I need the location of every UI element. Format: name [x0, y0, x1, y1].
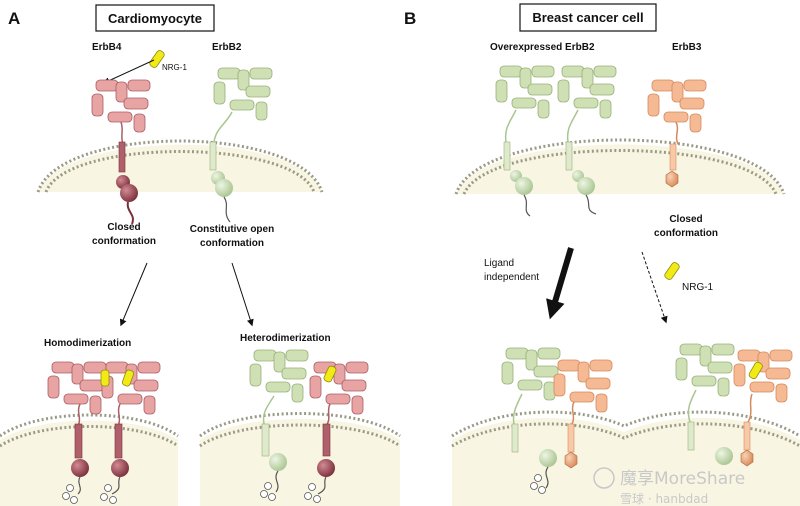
nrg1-ligand-bound-4 — [748, 361, 763, 380]
panel-a: A Cardiomyocyte ErbB4 ErbB2 NRG-1 — [0, 4, 401, 506]
watermark-logo-icon — [593, 467, 615, 489]
nrg1-label-b: NRG-1 — [682, 282, 714, 293]
nrg1-ligand-bound-3 — [323, 365, 337, 383]
erbb2-open-receptor-a — [209, 67, 273, 223]
erbb3-label: ErbB3 — [672, 42, 702, 53]
heterodimerization-label: Heterodimerization — [240, 333, 331, 344]
panel-b-letter: B — [404, 9, 416, 28]
panel-a-title: Cardiomyocyte — [108, 11, 202, 26]
arrow-to-heterodimer — [231, 262, 254, 327]
erbb4-state-line1: Closed — [107, 222, 140, 233]
nrg1-label: NRG-1 — [162, 63, 187, 72]
erbb2-overexpressed-2 — [557, 65, 617, 215]
homodimerization-label: Homodimerization — [44, 338, 131, 349]
panel-a-title-box — [95, 4, 215, 32]
erbb3-state-line2: conformation — [654, 228, 718, 239]
overexpressed-erbb2-label: Overexpressed ErbB2 — [490, 42, 595, 53]
erbb2-label: ErbB2 — [212, 42, 242, 53]
panel-a-letter: A — [8, 9, 20, 28]
watermark-subtext: 雪球 · hanbdad — [620, 492, 708, 506]
watermark-text: 魔享MoreShare — [620, 469, 745, 489]
erbb3-closed-receptor — [647, 79, 707, 188]
erbb4-homodimer — [47, 361, 161, 504]
erbb2-state-line2: conformation — [200, 238, 264, 249]
erbb2-erbb3-dimer-ligand-independent — [501, 347, 613, 494]
erbb2-erbb4-heterodimer — [249, 349, 369, 503]
erbb3-state-line1: Closed — [669, 214, 702, 225]
arrow-to-homodimer — [119, 262, 148, 327]
cell-membrane-a — [36, 139, 324, 193]
nrg1-ligand-b — [664, 262, 680, 280]
panel-b-title: Breast cancer cell — [532, 10, 643, 25]
nrg1-ligand-bound-2 — [121, 369, 135, 387]
membrane-a-heterodimer — [199, 412, 401, 506]
cell-membrane-b — [454, 138, 786, 195]
ligand-binding-arrow — [102, 59, 155, 84]
erbb2-erbb3-dimer-ligand-bound — [675, 343, 793, 467]
erbb2-overexpressed-1 — [495, 65, 555, 217]
nrg1-ligand-bound-1 — [100, 369, 110, 387]
panel-b: B Breast cancer cell Overexpressed ErbB2… — [404, 3, 800, 506]
ligand-independent-line2: independent — [484, 272, 539, 283]
nrg1-ligand — [149, 50, 165, 68]
erbb4-closed-receptor — [91, 79, 151, 225]
membrane-a-homodimer — [0, 413, 179, 506]
ligand-independent-line1: Ligand — [484, 258, 514, 269]
erbb4-label: ErbB4 — [92, 42, 122, 53]
erbb4-state-line2: conformation — [92, 236, 156, 247]
ligand-independent-arrow — [546, 247, 574, 320]
ligand-dependent-arrow — [641, 251, 668, 324]
panel-b-title-box — [519, 3, 657, 32]
erbb2-state-line1: Constitutive open — [190, 224, 274, 235]
watermark: 魔享MoreShare 雪球 · hanbdad — [593, 467, 745, 506]
